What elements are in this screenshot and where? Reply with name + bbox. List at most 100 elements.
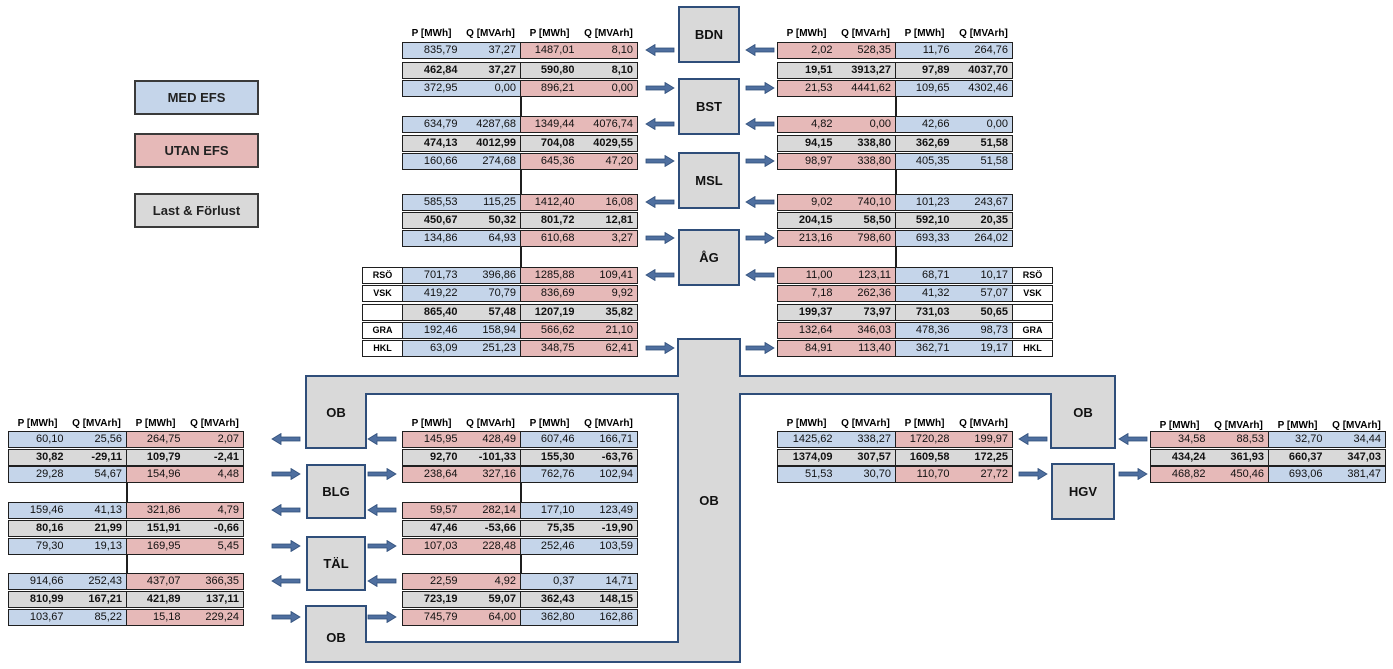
table-cell: 262,36 — [836, 286, 895, 301]
table-cell: 3,27 — [578, 231, 637, 246]
arrow-left-icon — [367, 575, 397, 587]
table-cell: 474,13 — [403, 136, 462, 151]
node-bst: BST — [678, 78, 740, 135]
table-cell: 79,30 — [9, 539, 68, 554]
arrow-left-icon — [271, 575, 301, 587]
table-cell: 801,72 — [520, 213, 579, 228]
node-blg: BLG — [306, 464, 366, 519]
arrow-left-icon — [645, 44, 675, 56]
column-header: Q [MVArh] — [959, 28, 1008, 39]
table-cell: 102,94 — [578, 467, 637, 482]
table-cell: 172,25 — [953, 450, 1012, 465]
arrow-left-icon — [645, 196, 675, 208]
table-cell: 115,25 — [461, 195, 520, 210]
connector-line — [520, 483, 522, 502]
table-cell: 478,36 — [895, 323, 954, 338]
table-cell: 8,10 — [578, 63, 637, 78]
table-cell: 151,91 — [126, 521, 185, 536]
table-cell: 634,79 — [403, 117, 462, 132]
table-cell: 123,49 — [578, 503, 637, 518]
table-cell: 321,86 — [126, 503, 185, 518]
table-cell: 98,73 — [953, 323, 1012, 338]
table-cell: 84,91 — [778, 341, 837, 356]
table-cell: 27,72 — [953, 467, 1012, 482]
arrow-left-icon — [1018, 433, 1048, 445]
node-ob-left-top-label: OB — [326, 405, 346, 420]
table-cell: 155,30 — [520, 450, 579, 465]
table-cell: 162,86 — [578, 610, 637, 625]
table-cell: 592,10 — [895, 213, 954, 228]
table-cell: 92,70 — [403, 450, 462, 465]
table-cell: -0,66 — [184, 521, 243, 536]
table-cell: -2,41 — [184, 450, 243, 465]
table-cell: 723,19 — [403, 592, 462, 607]
table-cell: 836,69 — [520, 286, 579, 301]
table-cell: 4029,55 — [578, 136, 637, 151]
node-ob-left-bottom-label: OB — [326, 630, 346, 645]
table-cell: 22,59 — [403, 574, 462, 589]
arrow-right-icon — [745, 232, 775, 244]
table-cell: 32,70 — [1268, 432, 1327, 447]
column-header: P [MWh] — [1159, 420, 1200, 431]
table-cell: 35,82 — [578, 305, 637, 320]
column-header: P [MWh] — [786, 418, 827, 429]
arrow-right-icon — [645, 82, 675, 94]
table-cell: 0,00 — [836, 117, 895, 132]
column-header: P [MWh] — [904, 28, 945, 39]
table-cell: 160,66 — [403, 154, 462, 169]
table-cell: 57,48 — [461, 305, 520, 320]
table-cell: 9,92 — [578, 286, 637, 301]
table-cell: 274,68 — [461, 154, 520, 169]
column-header: P [MWh] — [17, 418, 58, 429]
arrow-right-icon — [745, 342, 775, 354]
table-cell: 54,67 — [67, 467, 126, 482]
table-cell: 7,18 — [778, 286, 837, 301]
substation-label: GRA — [1013, 322, 1053, 339]
table-cell: 68,71 — [895, 268, 954, 283]
arrow-left-icon — [645, 118, 675, 130]
table-cell: 158,94 — [461, 323, 520, 338]
arrow-right-icon — [271, 540, 301, 552]
table-cell: -53,66 — [461, 521, 520, 536]
table-cell: 1412,40 — [520, 195, 579, 210]
table-cell: 47,46 — [403, 521, 462, 536]
node-tal: TÄL — [306, 536, 366, 591]
substation-label: HKL — [1013, 340, 1053, 357]
table-cell: 338,80 — [836, 154, 895, 169]
table-cell: 80,16 — [9, 521, 68, 536]
column-header: Q [MVArh] — [584, 418, 633, 429]
table-cell: 41,13 — [67, 503, 126, 518]
table-cell: 97,89 — [895, 63, 954, 78]
table-cell: 0,00 — [578, 81, 637, 96]
table-cell: 419,22 — [403, 286, 462, 301]
table-cell: 213,16 — [778, 231, 837, 246]
table-cell: 11,00 — [778, 268, 837, 283]
table-cell: 59,57 — [403, 503, 462, 518]
column-header: P [MWh] — [135, 418, 176, 429]
table-cell: 25,56 — [67, 432, 126, 447]
arrow-right-icon — [367, 540, 397, 552]
table-cell: 381,47 — [1326, 467, 1385, 482]
table-cell: 1285,88 — [520, 268, 579, 283]
table-cell: 264,75 — [126, 432, 185, 447]
column-header: Q [MVArh] — [72, 418, 121, 429]
column-header: P [MWh] — [529, 418, 570, 429]
table-cell: 693,33 — [895, 231, 954, 246]
table-cell: 4441,62 — [836, 81, 895, 96]
table-cell: 372,95 — [403, 81, 462, 96]
